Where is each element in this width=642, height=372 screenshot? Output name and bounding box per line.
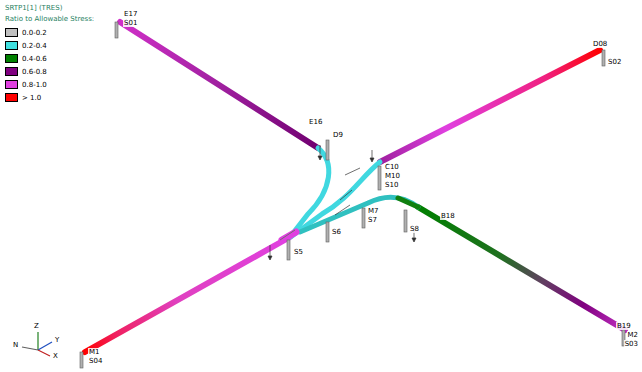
pipe bbox=[292, 162, 380, 236]
support-symbol bbox=[404, 210, 407, 232]
y-axis bbox=[38, 342, 52, 350]
load-arrow bbox=[268, 256, 272, 260]
legend-swatch bbox=[5, 41, 18, 50]
node-label: S04 bbox=[88, 357, 103, 365]
load-arrows bbox=[268, 145, 416, 260]
node-label: B19 bbox=[616, 322, 632, 330]
restraint-lines bbox=[335, 168, 360, 215]
pipe bbox=[380, 50, 600, 162]
legend-swatch bbox=[5, 93, 18, 102]
legend-heading: Ratio to Allowable Stress: bbox=[5, 15, 94, 23]
axis-label: N bbox=[12, 341, 19, 349]
legend-text: 0.2-0.4 bbox=[22, 42, 47, 50]
support-symbol bbox=[80, 352, 83, 368]
load-arrow bbox=[280, 230, 295, 240]
n-axis bbox=[22, 347, 38, 350]
pipe bbox=[418, 207, 625, 330]
axis-label: X bbox=[52, 352, 59, 360]
legend-entry: 0.4-0.6 bbox=[5, 54, 47, 63]
node-label: S7 bbox=[367, 216, 378, 224]
node-label: D08 bbox=[592, 40, 608, 48]
node-label: S02 bbox=[607, 58, 622, 66]
legend-swatch bbox=[5, 28, 18, 37]
axis-triad bbox=[22, 332, 52, 356]
z-axis bbox=[37, 332, 38, 350]
load-arrow bbox=[412, 238, 416, 242]
pipe bbox=[120, 22, 318, 148]
load-arrow bbox=[370, 158, 374, 162]
node-label: S6 bbox=[331, 228, 342, 236]
pipe bbox=[85, 237, 290, 352]
legend-entry: 0.6-0.8 bbox=[5, 67, 47, 76]
pipes bbox=[85, 22, 625, 352]
legend-entry: 0.8-1.0 bbox=[5, 80, 47, 89]
legend-entry: 0.2-0.4 bbox=[5, 41, 47, 50]
support-symbol bbox=[378, 166, 381, 190]
support-symbol bbox=[287, 240, 290, 260]
pipe bbox=[300, 197, 418, 232]
pipe bbox=[282, 232, 296, 240]
node-label: M7 bbox=[367, 207, 380, 215]
node-label: E17 bbox=[123, 10, 138, 18]
legend-swatch bbox=[5, 54, 18, 63]
node-label: S01 bbox=[123, 19, 138, 27]
node-label: D9 bbox=[332, 131, 344, 139]
node-label: S10 bbox=[384, 181, 399, 189]
support-symbol bbox=[362, 208, 365, 228]
node-label: S5 bbox=[293, 248, 304, 256]
legend-swatch bbox=[5, 67, 18, 76]
support-symbol bbox=[326, 222, 329, 242]
support-symbol bbox=[326, 140, 329, 160]
node-label: M10 bbox=[384, 172, 401, 180]
legend-swatch bbox=[5, 80, 18, 89]
axis-label: Z bbox=[33, 322, 40, 330]
node-label: S03 bbox=[624, 340, 639, 348]
axis-label: Y bbox=[54, 336, 60, 344]
legend-text: 0.6-0.8 bbox=[22, 68, 47, 76]
legend-entry: 0.0-0.2 bbox=[5, 28, 47, 37]
node-label: M2 bbox=[627, 331, 640, 339]
x-axis bbox=[38, 350, 50, 356]
supports bbox=[80, 22, 625, 368]
node-label: S8 bbox=[409, 225, 420, 233]
legend-text: 0.4-0.6 bbox=[22, 55, 47, 63]
node-label: C10 bbox=[384, 163, 400, 171]
support-symbol bbox=[115, 22, 118, 38]
support-symbol bbox=[602, 50, 605, 66]
legend-text: 0.0-0.2 bbox=[22, 29, 47, 37]
node-label: M1 bbox=[88, 348, 101, 356]
load-arrow bbox=[318, 156, 322, 160]
plot-title: SRTP1[1] (TRES) bbox=[5, 4, 62, 12]
legend-text: 0.8-1.0 bbox=[22, 81, 47, 89]
legend-entry: > 1.0 bbox=[5, 93, 41, 102]
node-label: B18 bbox=[440, 212, 456, 220]
node-label: E16 bbox=[308, 118, 323, 126]
legend-text: > 1.0 bbox=[22, 94, 41, 102]
pipe bbox=[398, 198, 418, 207]
